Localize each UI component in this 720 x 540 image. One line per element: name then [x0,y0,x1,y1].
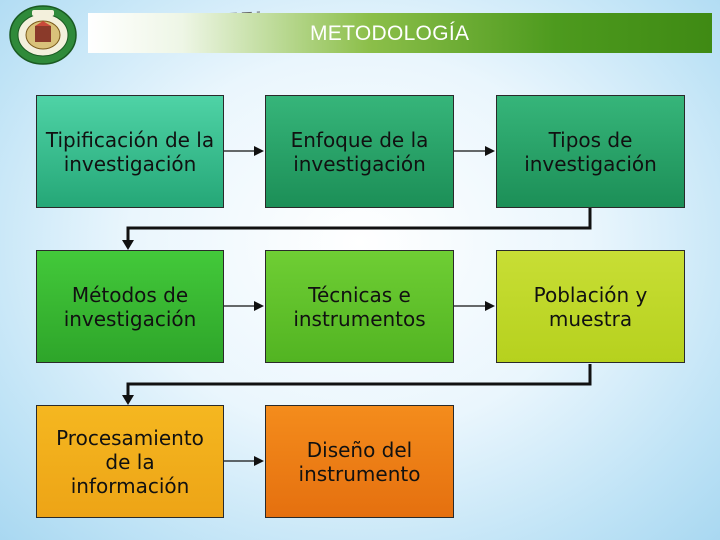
box-diseno: Diseño del instrumento [265,405,454,518]
box-procesamiento: Procesamiento de la información [36,405,224,518]
connector-row2-row3 [126,364,592,400]
box-poblacion: Población y muestra [496,250,685,363]
university-seal-icon [9,5,77,65]
box-tecnicas: Técnicas e instrumentos [265,250,454,363]
box-enfoque: Enfoque de la investigación [265,95,454,208]
title-bar [88,13,712,53]
connector-row1-row2 [126,208,592,245]
box-metodos: Métodos de investigación [36,250,224,363]
box-tipificacion: Tipificación de la investigación [36,95,224,208]
box-tipos: Tipos de investigación [496,95,685,208]
page-title: METODOLOGÍA [310,22,470,45]
